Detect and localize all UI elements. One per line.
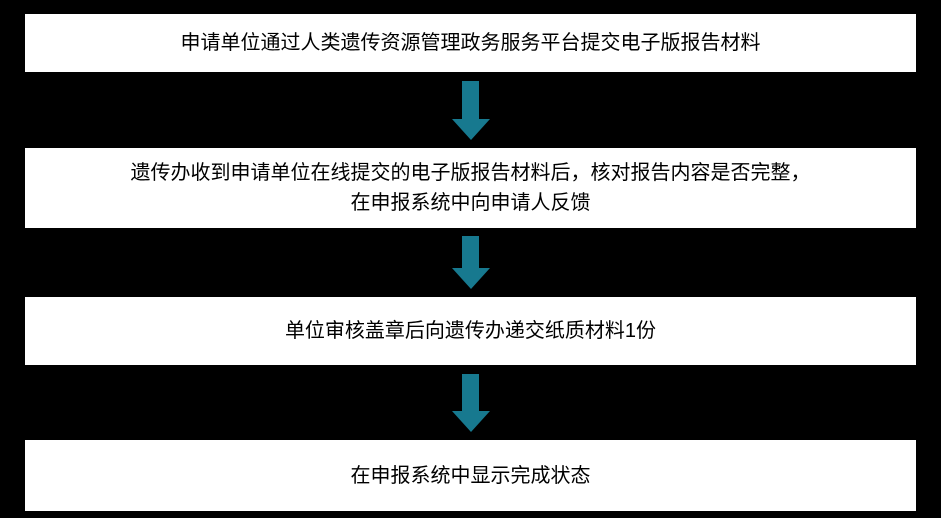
flow-step-label: 申请单位通过人类遗传资源管理政务服务平台提交电子版报告材料 — [180, 32, 761, 54]
arrow-stem — [462, 236, 479, 268]
arrow-head — [451, 268, 490, 289]
flow-step-verify-report-feedback: 遗传办收到申请单位在线提交的电子版报告材料后，核对报告内容是否完整， 在申报系统… — [25, 148, 916, 228]
arrow-down-icon — [451, 228, 490, 297]
arrow-stem — [462, 373, 479, 411]
arrow-head — [451, 118, 490, 140]
arrow-down-icon — [451, 365, 490, 440]
flow-step-label: 遗传办收到申请单位在线提交的电子版报告材料后，核对报告内容是否完整， 在申报系统… — [130, 162, 811, 214]
flow-step-submit-electronic-report: 申请单位通过人类遗传资源管理政务服务平台提交电子版报告材料 — [25, 14, 916, 72]
arrow-stem — [462, 80, 479, 119]
flow-step-label: 单位审核盖章后向遗传办递交纸质材料1份 — [284, 320, 657, 342]
flow-step-label: 在申报系统中显示完成状态 — [350, 464, 591, 487]
arrow-down-icon — [451, 72, 490, 148]
arrow-head — [451, 410, 490, 432]
flow-step-show-complete-status: 在申报系统中显示完成状态 — [25, 440, 916, 511]
flow-step-submit-paper-material: 单位审核盖章后向遗传办递交纸质材料1份 — [25, 297, 916, 365]
